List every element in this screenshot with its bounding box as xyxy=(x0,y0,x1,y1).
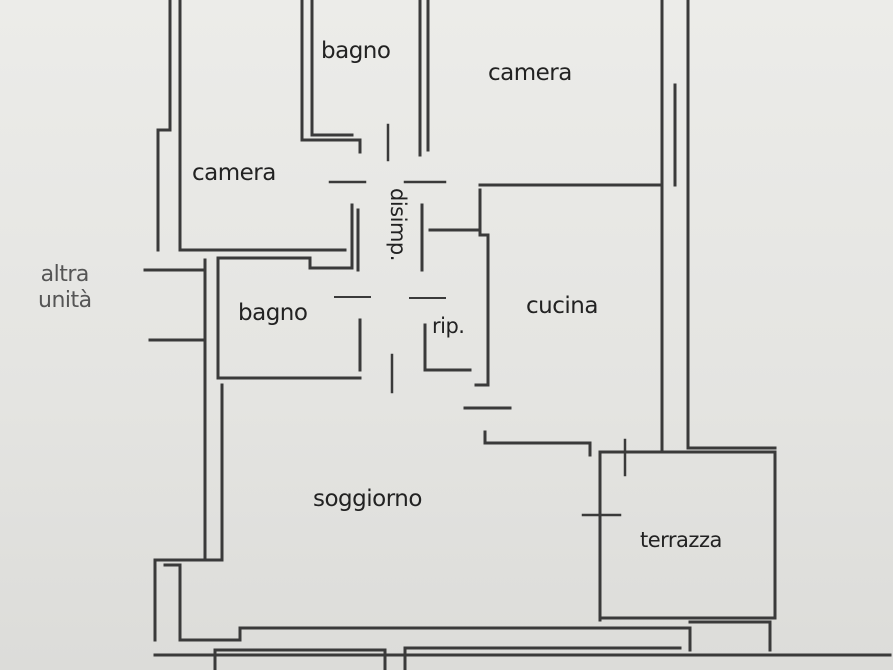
wall-soggiorno-left xyxy=(153,383,224,642)
room-label-bagno-left: bagno xyxy=(238,300,308,326)
wall-bottom-rooms-2 xyxy=(403,646,682,670)
wall-bagno-top-left xyxy=(300,0,362,154)
room-label-ripostiglio: rip. xyxy=(432,314,465,338)
wall-soggiorno-left-outer xyxy=(163,563,182,642)
wall-bagno-top-left-inner xyxy=(310,0,354,137)
room-label-bagno-top: bagno xyxy=(321,38,391,64)
room-label-camera-left: camera xyxy=(192,160,276,186)
wall-bottom xyxy=(178,626,692,652)
wall-camera-left-outer xyxy=(156,0,172,252)
wall-disimp-left xyxy=(218,203,354,270)
wall-bagno-left xyxy=(216,256,362,380)
room-label-camera-right: camera xyxy=(488,60,572,86)
wall-cucina-top xyxy=(478,183,664,452)
wall-camera-left-inner xyxy=(178,0,347,252)
room-label-terrazza: terrazza xyxy=(640,528,722,552)
room-label-soggiorno: soggiorno xyxy=(313,486,422,512)
neighbour-label-line2: unità xyxy=(38,288,92,313)
wall-cucina-left xyxy=(474,188,490,387)
wall-terrazza xyxy=(598,450,777,620)
neighbour-label: altra unità xyxy=(38,262,92,314)
wall-bottom-rooms xyxy=(213,648,387,670)
wall-bottom-right xyxy=(688,620,772,652)
wall-soggiorno-cucina xyxy=(483,430,592,457)
wall-rip xyxy=(423,323,472,372)
neighbour-label-line1: altra xyxy=(40,262,90,287)
room-label-cucina: cucina xyxy=(526,293,598,319)
room-label-disimpegno: disimp. xyxy=(386,188,410,261)
